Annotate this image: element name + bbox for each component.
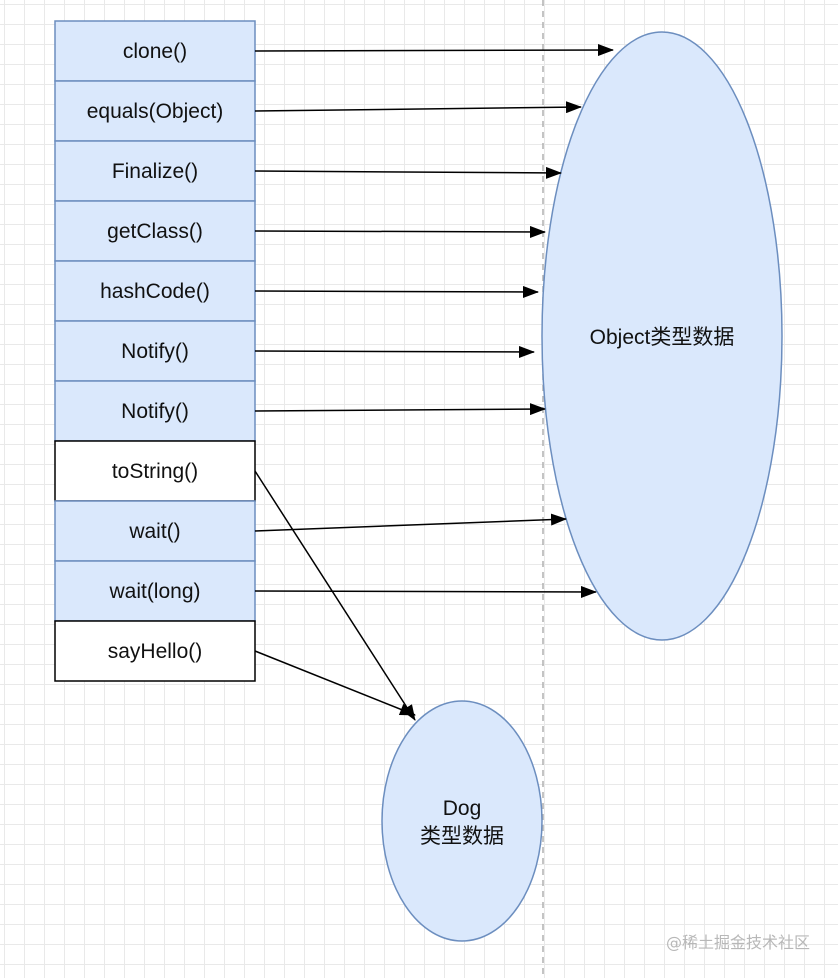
arrow-notify-6: [254, 403, 546, 416]
arrow-equals-object-1: [254, 101, 582, 114]
method-label-getclass-3: getClass(): [107, 220, 203, 243]
arrow-getclass-3: [254, 225, 546, 238]
method-label-clone-0: clone(): [123, 40, 187, 63]
method-label-hashcode-4: hashCode(): [100, 280, 210, 303]
arrow-clone-0: [254, 44, 614, 57]
method-label-wait-long-9: wait(long): [108, 580, 200, 603]
method-box-clone-0: [54, 20, 256, 82]
dog-data-ellipse: [381, 700, 543, 942]
arrow-tostring-7: [254, 470, 416, 721]
arrow-hashcode-4: [254, 285, 539, 298]
method-label-wait-8: wait(): [128, 520, 180, 543]
method-table: clone() equals(Object) Finalize() getClass(…: [54, 20, 256, 682]
method-label-tostring-7: toString(): [112, 460, 198, 483]
arrow-notify-5: [254, 345, 535, 358]
method-box-notify-6: [54, 380, 256, 442]
object-data-ellipse: [541, 31, 783, 641]
method-label-finalize-2: Finalize(): [112, 160, 198, 183]
arrow-wait-long-9: [254, 585, 597, 598]
method-label-sayhello-10: sayHello(): [108, 640, 203, 663]
arrow-wait-8: [254, 513, 567, 532]
method-label-notify-5: Notify(): [121, 340, 189, 363]
arrow-sayhello-10: [254, 650, 416, 716]
dog-data-label-line1: Dog: [443, 797, 482, 820]
watermark: @稀土掘金技术社区: [666, 933, 810, 952]
object-data-label: Object类型数据: [590, 326, 735, 349]
arrow-finalize-2: [254, 166, 562, 179]
method-label-equals-object-1: equals(Object): [87, 100, 224, 123]
method-box-wait-8: [54, 500, 256, 562]
method-label-notify-6: Notify(): [121, 400, 189, 423]
method-box-equals-object-1: [54, 80, 256, 142]
dog-data-label-line2: 类型数据: [420, 825, 504, 848]
method-box-tostring-7: [54, 440, 256, 502]
method-arrows: [254, 44, 614, 721]
